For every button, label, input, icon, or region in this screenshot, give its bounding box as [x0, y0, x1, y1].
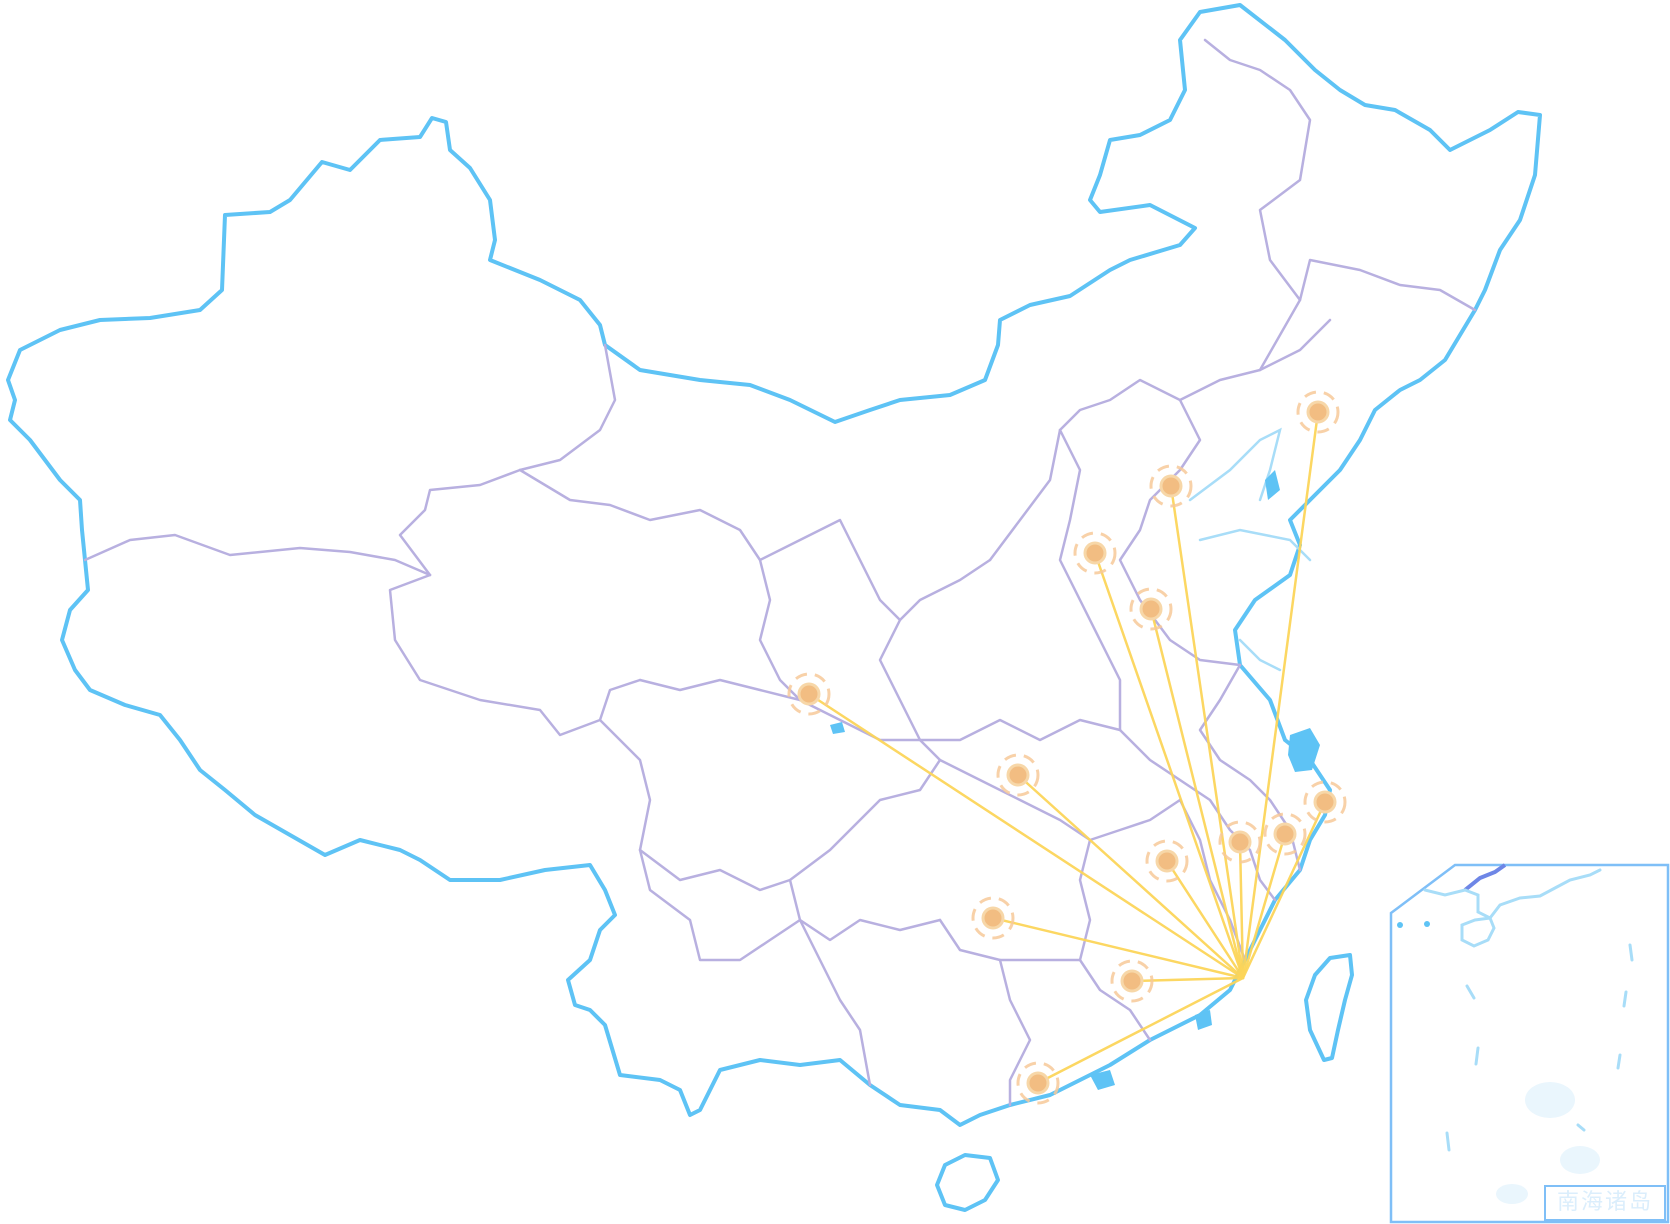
- marker-xining[interactable]: Xining: [787, 672, 831, 716]
- marker-wuhan[interactable]: Wuhan: [996, 753, 1040, 797]
- marker-dot-icon: [981, 906, 1005, 930]
- marker-shenyang[interactable]: Shenyang: [1296, 390, 1340, 434]
- marker-ganzhou[interactable]: Ganzhou: [1110, 959, 1154, 1003]
- flight-lines: [807, 410, 1327, 1085]
- ripple-icon: [1110, 959, 1154, 1003]
- marker-dot-icon: [797, 682, 821, 706]
- ripple-icon: [1303, 780, 1347, 824]
- country-outline: [6, 3, 1542, 1127]
- hainan-outline: [935, 1153, 1000, 1212]
- flight-line-shenyang: [1241, 410, 1320, 980]
- marker-dot-icon: [1273, 822, 1297, 846]
- ripple-icon: [1145, 839, 1189, 883]
- marker-dot-icon: [1139, 597, 1163, 621]
- marker-shanghai[interactable]: Shanghai: [1303, 780, 1347, 824]
- ripple-icon: [971, 896, 1015, 940]
- flight-line-shijiazhuang: [1149, 607, 1245, 980]
- marker-dot-icon: [1306, 400, 1330, 424]
- marker-dot-icon: [1155, 849, 1179, 873]
- marker-beijing[interactable]: Beijing: [1149, 464, 1193, 508]
- marker-changsha[interactable]: Changsha: [971, 896, 1015, 940]
- marker-guangzhou[interactable]: Guangzhou: [1016, 1061, 1060, 1105]
- flight-line-changsha: [991, 916, 1245, 980]
- marker-dot-icon: [1228, 830, 1252, 854]
- taiwan-outline: [1304, 953, 1354, 1062]
- marker-dot-icon: [1006, 763, 1030, 787]
- marker-dot-icon: [1313, 790, 1337, 814]
- flight-line-nanchang: [1165, 859, 1245, 980]
- marker-hangzhou[interactable]: Hangzhou: [1263, 812, 1307, 856]
- flight-line-beijing: [1169, 484, 1245, 980]
- ripple-icon: [996, 753, 1040, 797]
- coast-detail: [830, 427, 1320, 1090]
- flight-line-xining: [807, 692, 1245, 980]
- south-china-sea-label: 南海诸岛: [1544, 1185, 1666, 1221]
- flight-line-taiyuan: [1093, 551, 1245, 980]
- ripple-icon: [1218, 820, 1262, 864]
- ripple-icon: [787, 672, 831, 716]
- marker-hefei[interactable]: Hefei: [1218, 820, 1262, 864]
- flight-line-shanghai: [1241, 800, 1327, 980]
- flight-line-hefei: [1238, 840, 1245, 980]
- flight-line-guangzhou: [1036, 976, 1245, 1085]
- flight-line-wuhan: [1016, 773, 1245, 980]
- marker-dot-icon: [1026, 1071, 1050, 1095]
- ripple-icon: [1129, 587, 1173, 631]
- flight-line-hangzhou: [1241, 832, 1287, 980]
- city-markers: ShenyangBeijingTaiyuanShijiazhuangXining…: [787, 390, 1347, 1105]
- south-china-sea-inset: [1389, 863, 1670, 1224]
- marker-dot-icon: [1159, 474, 1183, 498]
- ripple-icon: [1263, 812, 1307, 856]
- marker-dot-icon: [1120, 969, 1144, 993]
- ripple-icon: [1296, 390, 1340, 434]
- ripple-icon: [1016, 1061, 1060, 1105]
- taihu-lake: [1288, 728, 1320, 772]
- ripple-icon: [1073, 531, 1117, 575]
- ripple-icon: [1149, 464, 1193, 508]
- marker-dot-icon: [1083, 541, 1107, 565]
- marker-shijiazhuang[interactable]: Shijiazhuang: [1129, 587, 1173, 631]
- marker-taiyuan[interactable]: Taiyuan: [1073, 531, 1117, 575]
- marker-nanchang[interactable]: Nanchang: [1145, 839, 1189, 883]
